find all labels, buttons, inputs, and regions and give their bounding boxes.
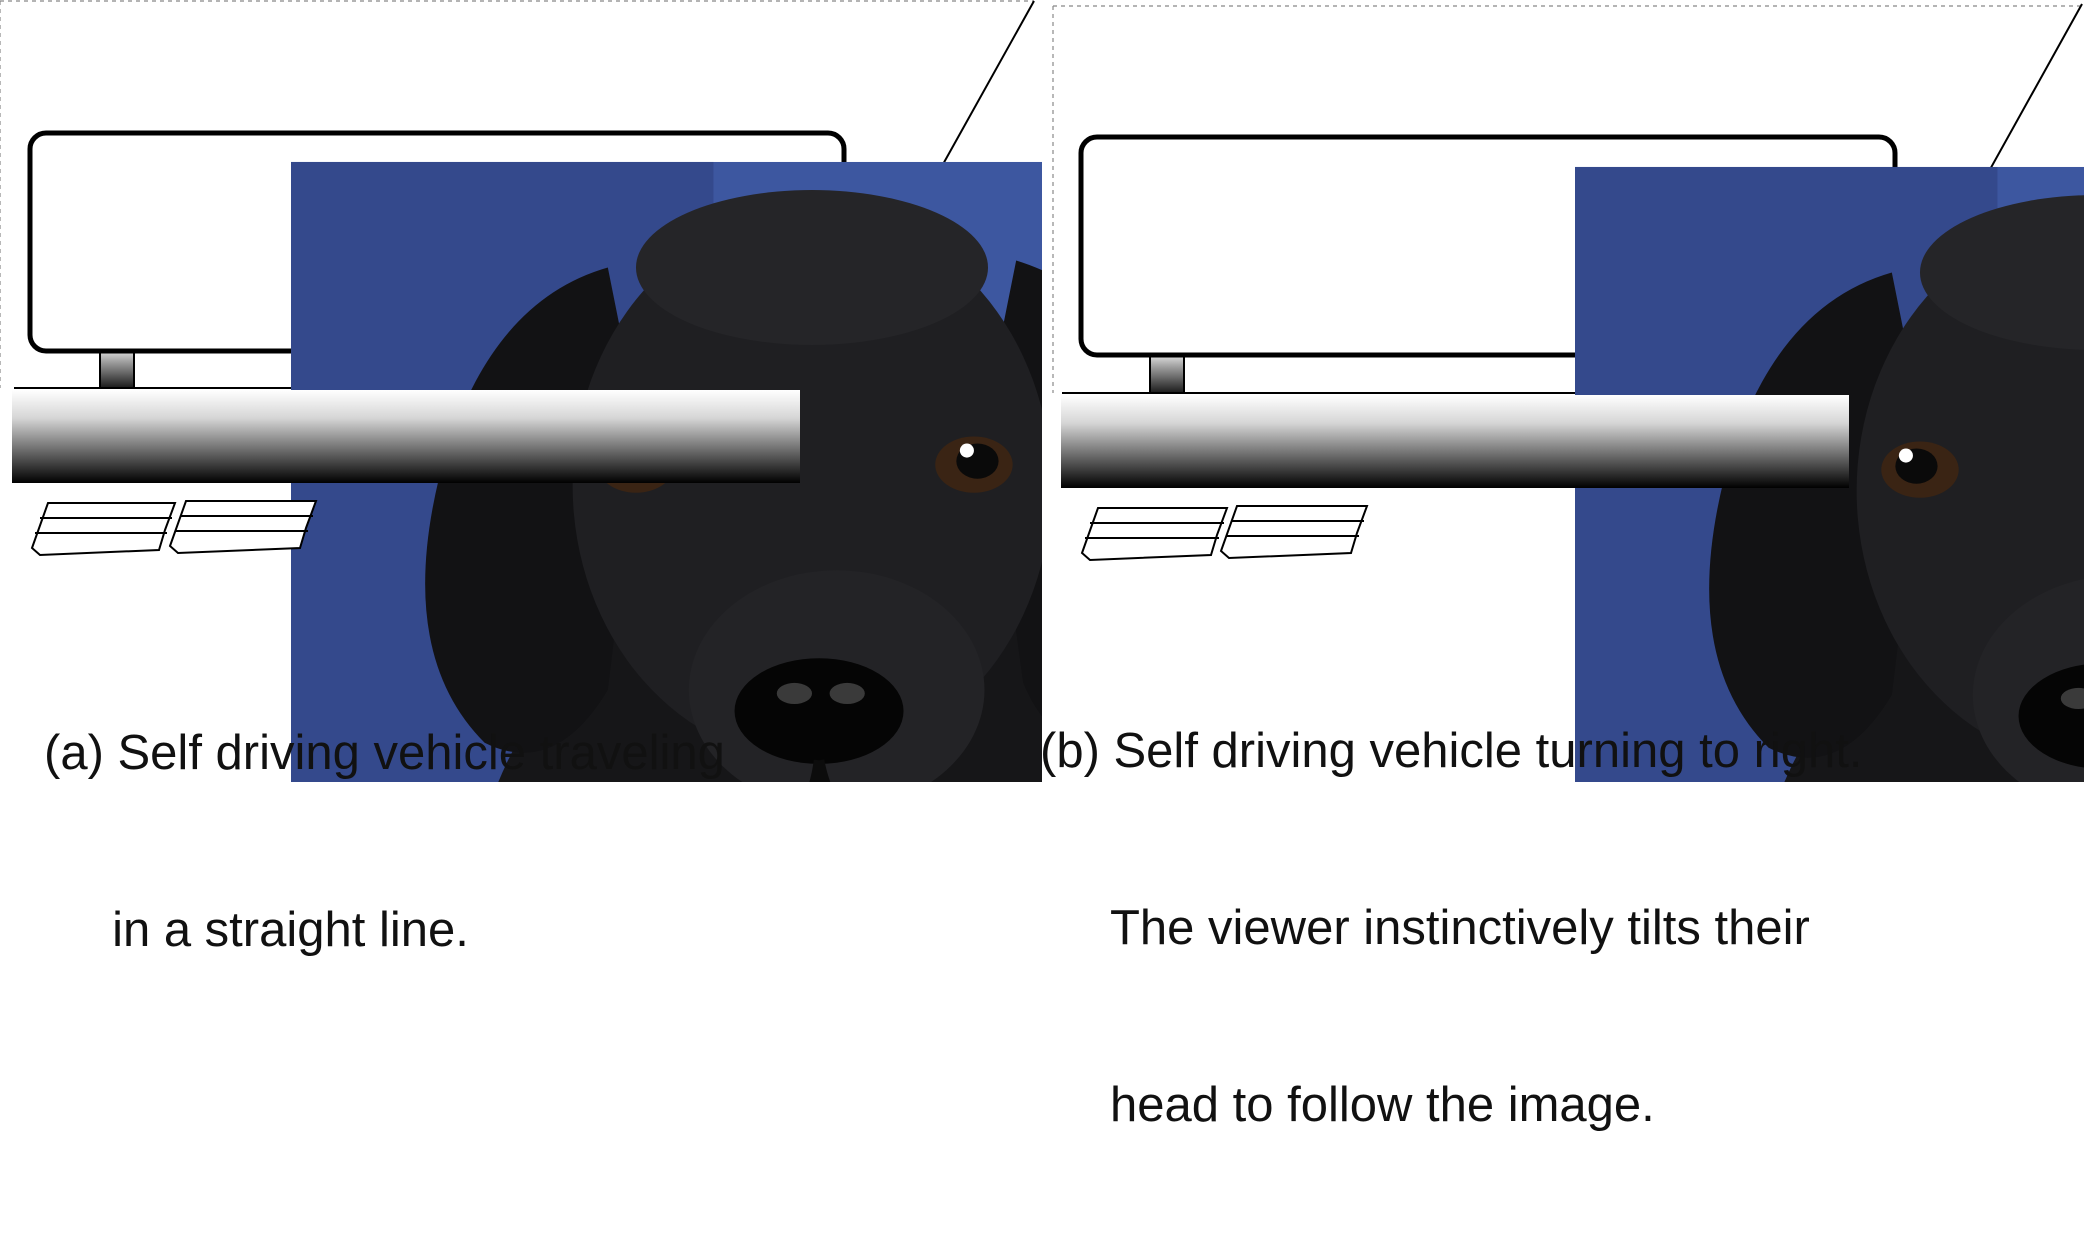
vent-left-slats-b xyxy=(1085,522,1224,539)
caption-b-line-2: The viewer instinctively tilts their xyxy=(1110,901,1810,955)
vent-left-b xyxy=(1080,507,1229,562)
panel-b: (b) Self driving vehicle turning to righ… xyxy=(1040,0,2084,1132)
vent-right-slats-b xyxy=(1226,520,1364,537)
dashboard-b xyxy=(1061,395,1849,488)
dashboard-a xyxy=(12,390,800,483)
caption-a-line-1: (a) Self driving vehicle traveling xyxy=(44,726,725,780)
caption-a-line-2: in a straight line. xyxy=(44,903,469,957)
vent-left-a xyxy=(30,502,177,557)
caption-b: (b) Self driving vehicle turning to righ… xyxy=(1040,604,1863,1253)
caption-b-line-1: (b) Self driving vehicle turning to righ… xyxy=(1040,724,1863,778)
vehicle-illustration-a xyxy=(0,0,1035,557)
vent-right-a xyxy=(168,500,318,555)
panel-a: (a) Self driving vehicle traveling in a … xyxy=(0,0,1042,957)
vehicle-illustration-b xyxy=(1052,3,2083,562)
caption-a: (a) Self driving vehicle traveling in a … xyxy=(44,606,725,1078)
caption-b-line-3: head to follow the image. xyxy=(1110,1078,1655,1132)
vent-left-slats-a xyxy=(35,517,172,534)
vent-right-slats-a xyxy=(175,515,313,532)
vent-right-b xyxy=(1219,505,1369,560)
